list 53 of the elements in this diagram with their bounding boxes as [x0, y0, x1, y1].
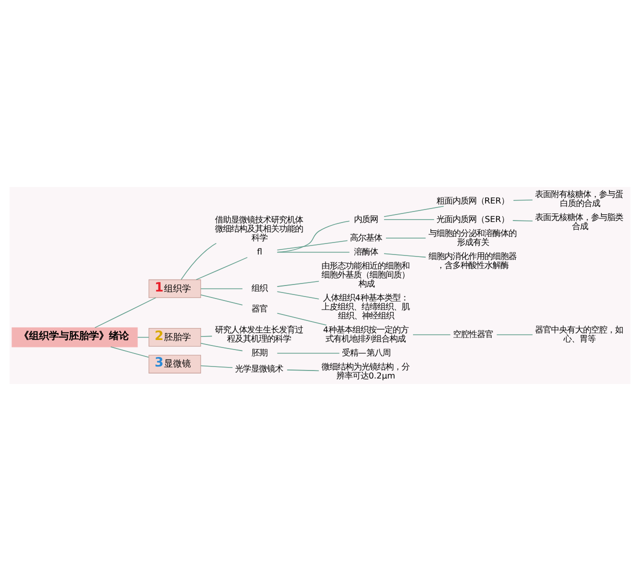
- node-text: 溶酶体: [354, 246, 378, 256]
- node-text: 人体组织4种基本类型：上皮组织、结缔组织、肌组织、神经组织: [322, 292, 410, 320]
- node-text: 微细结构为光镜结构，分辨率可达0.2μm: [322, 362, 410, 380]
- node-text: 器官: [252, 303, 268, 314]
- connector: [200, 336, 212, 337]
- node-box: 3显微镜: [148, 354, 202, 374]
- node-text: 与细胞的分泌和溶酶体的形成有关: [428, 228, 516, 247]
- node-text: 表面无核糖体，参与脂类合成: [535, 212, 624, 231]
- connector: [496, 334, 533, 336]
- connector: [110, 346, 149, 358]
- node-box: 1组织学: [148, 279, 202, 298]
- connector: [276, 352, 340, 354]
- node-text: 内质网: [354, 214, 378, 224]
- node-text: 组织: [252, 282, 268, 293]
- node-text: 细胞内消化作用的细胞器，含多种酸性水解酶: [428, 250, 516, 270]
- connector: [180, 242, 217, 280]
- node-text: 空腔性器官: [453, 328, 494, 339]
- connector: [200, 288, 243, 290]
- connector: [276, 291, 320, 300]
- node-box: 《组织学与胚胎学》绪论: [12, 327, 138, 348]
- node-text: 光学显微镜术: [235, 363, 284, 374]
- connector: [276, 240, 348, 250]
- node-text: 由形态功能相近的细胞和细胞外基质（细胞间质）构成: [322, 260, 410, 288]
- connector: [200, 342, 243, 352]
- connector: [137, 336, 150, 338]
- connector: [276, 312, 327, 326]
- node-text: 研究人体发生生长发育过程及其机理的科学: [214, 324, 303, 344]
- node-text: 4种基本组织按一定的方式有机地排列组合构成: [323, 324, 408, 344]
- node-text: 高尔基体: [350, 232, 382, 242]
- node-text: 器官中央有大的空腔，如心、胃等: [535, 324, 624, 344]
- connector: [384, 206, 444, 218]
- connector: [200, 294, 243, 306]
- connector: [512, 220, 533, 222]
- node-text: 光面内质网（SER）: [436, 214, 510, 224]
- connector: [276, 220, 350, 253]
- node-text: 胚期: [252, 347, 268, 358]
- connector: [386, 238, 426, 239]
- connector: [276, 280, 320, 287]
- connector: [286, 370, 320, 372]
- connector: [513, 200, 533, 201]
- connector: [196, 257, 248, 280]
- node-text: 受精—第八周: [342, 347, 390, 358]
- connector: [276, 252, 350, 253]
- connector: [384, 253, 426, 258]
- node-text: fl: [257, 246, 262, 256]
- node-text: 粗面内质网（RER）: [436, 195, 510, 206]
- connector: [200, 365, 233, 368]
- connector: [412, 334, 451, 336]
- connector: [384, 219, 434, 220]
- connector: [94, 297, 156, 328]
- node-text: 借助显微镜技术研究机体微细结构及其相关功能的科学: [214, 214, 303, 242]
- node-box: 2胚胎学: [148, 328, 202, 347]
- node-text: 表面附有核糖体，参与蛋白质的合成: [535, 188, 624, 208]
